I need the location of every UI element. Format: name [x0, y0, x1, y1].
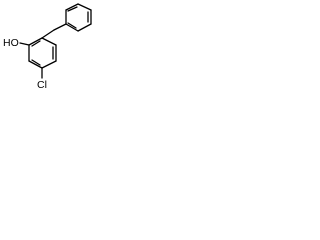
bond — [28, 60, 43, 69]
benzyl-phenyl-ring — [65, 3, 92, 32]
bond — [53, 23, 67, 31]
bond — [77, 3, 92, 11]
double-bond-inner — [31, 59, 41, 66]
double-bond-inner — [67, 22, 77, 29]
bond — [41, 37, 57, 46]
bond — [65, 3, 79, 11]
hydroxyl-label: HO — [3, 37, 19, 49]
methylene-bridge — [41, 23, 67, 39]
double-bond-inner — [31, 40, 41, 47]
chlorophenol-ring — [28, 37, 57, 69]
bond — [28, 37, 43, 46]
hydroxyl-bond — [19, 42, 30, 46]
double-bond-inner — [67, 6, 78, 12]
bond — [41, 60, 57, 69]
bond — [41, 29, 55, 39]
chemical-structure-diagram: HO Cl — [3, 3, 92, 91]
chloro-label: Cl — [37, 79, 47, 91]
bond — [77, 23, 92, 32]
bond — [65, 23, 79, 32]
